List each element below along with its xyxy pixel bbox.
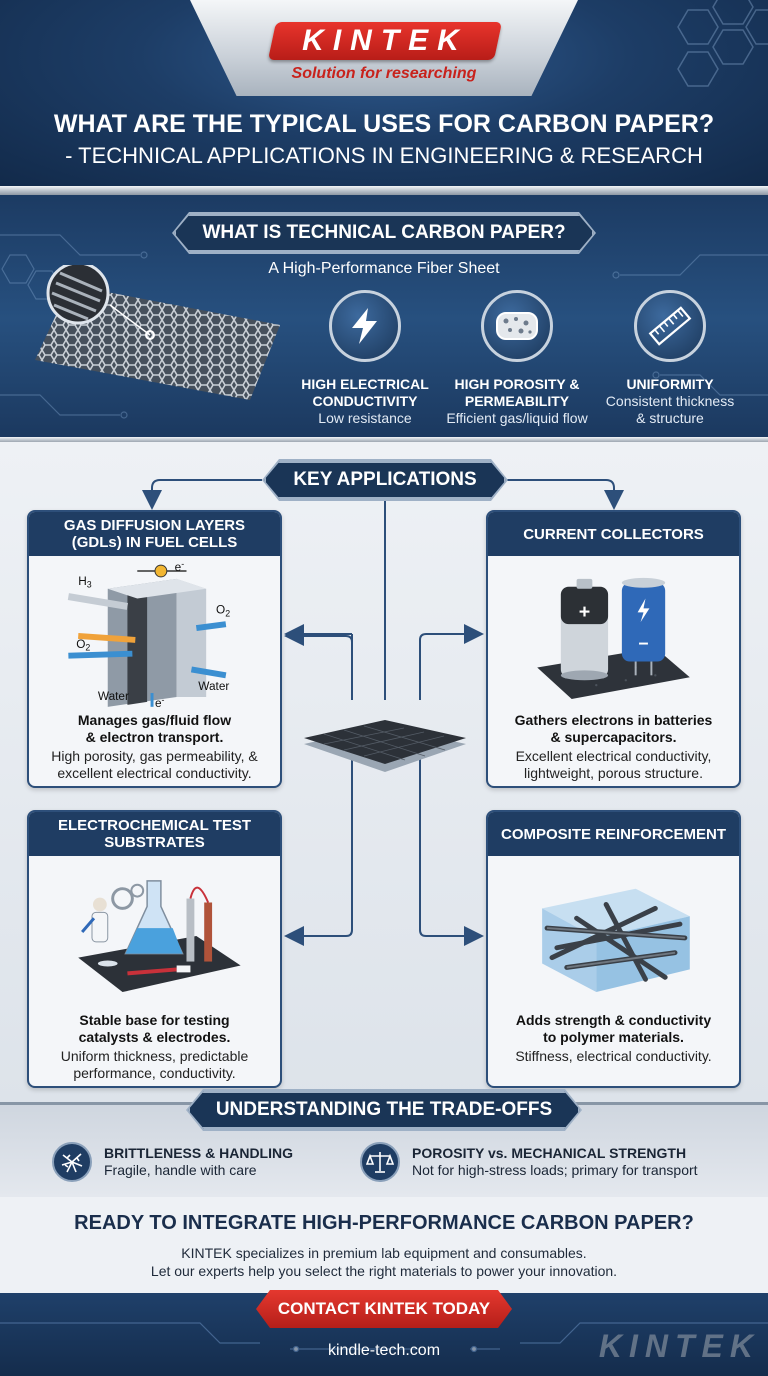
card-highlight: & supercapacitors. <box>550 729 677 745</box>
brand-tagline: Solution for researching <box>291 65 477 82</box>
card-desc: excellent electrical conductivity. <box>57 765 252 781</box>
connector-lines <box>142 479 624 946</box>
svg-text:e-: e- <box>155 695 165 708</box>
tradeoffs-section: UNDERSTANDING THE TRADE-OFFS BRITTLENESS… <box>0 1102 768 1197</box>
hexagon-pattern-icon <box>677 0 768 87</box>
card-title: COMPOSITE REINFORCEMENT <box>488 812 739 856</box>
label-e-bot: e <box>155 696 162 708</box>
card-title: ELECTROCHEMICAL TEST <box>57 817 252 834</box>
label-h: H <box>78 574 87 588</box>
label-water-left: Water <box>98 689 129 703</box>
sponge-icon <box>481 290 553 362</box>
label-e-top: e <box>175 560 182 574</box>
feature-desc: Consistent thickness <box>605 393 735 409</box>
label-water-right: Water <box>198 679 229 693</box>
cta-title: READY TO INTEGRATE HIGH-PERFORMANCE CARB… <box>74 1212 694 1234</box>
feature-desc: Low resistance <box>318 410 412 426</box>
composite-fiber-illustration <box>542 888 690 993</box>
cracked-glass-icon <box>52 1142 92 1182</box>
card-desc: lightweight, porous structure. <box>524 765 703 781</box>
lab-test-illustration <box>78 880 241 993</box>
card-highlight: Stable base for testing <box>79 1012 230 1028</box>
card-desc: High porosity, gas permeability, & <box>51 748 258 764</box>
what-is-heading: WHAT IS TECHNICAL CARBON PAPER? <box>174 214 594 252</box>
card-highlight: Manages gas/fluid flow <box>77 712 232 728</box>
svg-text:O2: O2 <box>216 602 230 618</box>
feature-uniformity: UNIFORMITY Consistent thickness& structu… <box>596 290 744 427</box>
footer-brand-logo: KINTEK <box>598 1328 760 1364</box>
what-is-section: WHAT IS TECHNICAL CARBON PAPER? A High-P… <box>0 195 768 442</box>
fuel-cell-illustration: H3 O2 O2 e- e- Water Water <box>67 559 230 708</box>
label-sub: 2 <box>225 608 230 618</box>
carbon-mesh-illustration <box>35 265 280 400</box>
cta-text: Let our experts help you select the righ… <box>150 1263 618 1279</box>
card-highlight: Adds strength & conductivity <box>515 1012 712 1028</box>
svg-text:O2: O2 <box>76 637 90 653</box>
lightning-icon <box>329 290 401 362</box>
card-desc: Uniform thickness, predictable <box>60 1048 249 1064</box>
card-title: CURRENT COLLECTORS <box>488 512 739 556</box>
card-title: SUBSTRATES <box>104 834 205 851</box>
brand-logo: KINTEK <box>302 24 468 57</box>
label-h-sub: 3 <box>87 580 92 590</box>
svg-text:H3: H3 <box>78 574 92 590</box>
applications-section: KEY APPLICATIONS GAS DIFFUSION LAYERS(GD… <box>0 442 768 1102</box>
ruler-icon <box>634 290 706 362</box>
card-title: GAS DIFFUSION LAYERS <box>63 517 246 534</box>
tradeoff-title: POROSITY vs. MECHANICAL STRENGTH <box>412 1145 687 1161</box>
feature-title: PERMEABILITY <box>464 393 570 409</box>
divider <box>0 186 768 195</box>
plus-icon: + <box>579 601 591 623</box>
tradeoffs-heading: UNDERSTANDING THE TRADE-OFFS <box>188 1091 580 1129</box>
svg-text:e-: e- <box>175 559 185 574</box>
label-minus: - <box>181 559 184 569</box>
cta-section: READY TO INTEGRATE HIGH-PERFORMANCE CARB… <box>0 1197 768 1293</box>
tradeoff-brittleness: BRITTLENESS & HANDLING Fragile, handle w… <box>52 1140 293 1184</box>
what-is-subtitle: A High-Performance Fiber Sheet <box>268 260 500 277</box>
feature-title: UNIFORMITY <box>626 376 714 392</box>
feature-desc: Efficient gas/liquid flow <box>446 410 588 426</box>
applications-heading: KEY APPLICATIONS <box>264 461 506 499</box>
feature-desc: & structure <box>636 410 704 426</box>
label-minus: - <box>162 695 165 705</box>
balance-scale-icon <box>360 1142 400 1182</box>
card-current-collectors: CURRENT COLLECTORS + − Gathers electrons… <box>486 510 741 788</box>
divider <box>0 437 768 443</box>
feature-porosity: HIGH POROSITY &PERMEABILITY Efficient ga… <box>441 290 593 427</box>
card-desc: performance, conductivity. <box>73 1065 236 1081</box>
card-desc: Excellent electrical conductivity, <box>515 748 712 764</box>
circuit-pattern-icon <box>0 234 768 419</box>
tradeoff-title: BRITTLENESS & HANDLING <box>104 1145 293 1161</box>
card-gas-diffusion-layers: GAS DIFFUSION LAYERS(GDLs) IN FUEL CELLS… <box>27 510 282 788</box>
feature-title: HIGH POROSITY & <box>454 376 580 392</box>
card-highlight: to polymer materials. <box>543 1029 684 1045</box>
card-composite-reinforcement: COMPOSITE REINFORCEMENT Adds strength & … <box>486 810 741 1088</box>
label-o2-out: O <box>216 602 225 616</box>
circuit-pattern-icon <box>0 1322 768 1353</box>
tradeoff-desc: Fragile, handle with care <box>104 1162 257 1178</box>
card-highlight: Gathers electrons in batteries <box>514 712 713 728</box>
card-highlight: catalysts & electrodes. <box>78 1029 231 1045</box>
cta-text: KINTEK specializes in premium lab equipm… <box>181 1245 587 1261</box>
feature-title: HIGH ELECTRICAL <box>301 376 429 392</box>
label-o2-in: O <box>76 637 85 651</box>
card-highlight: & electron transport. <box>85 729 224 745</box>
minus-icon: − <box>638 634 648 654</box>
battery-illustration: + − <box>537 577 690 699</box>
website-link[interactable]: kindle-tech.com <box>327 1342 441 1359</box>
card-desc: Stiffness, electrical conductivity. <box>515 1048 712 1064</box>
page-title: WHAT ARE THE TYPICAL USES FOR CARBON PAP… <box>53 110 715 138</box>
label-sub: 2 <box>85 643 90 653</box>
card-title: (GDLs) IN FUEL CELLS <box>71 534 238 551</box>
page-subtitle: - TECHNICAL APPLICATIONS IN ENGINEERING … <box>65 143 703 168</box>
tradeoff-porosity-strength: POROSITY vs. MECHANICAL STRENGTH Not for… <box>360 1140 698 1184</box>
contact-button[interactable]: CONTACT KINTEK TODAY <box>256 1290 512 1328</box>
tradeoff-desc: Not for high-stress loads; primary for t… <box>412 1162 698 1178</box>
feature-title: CONDUCTIVITY <box>312 393 418 409</box>
